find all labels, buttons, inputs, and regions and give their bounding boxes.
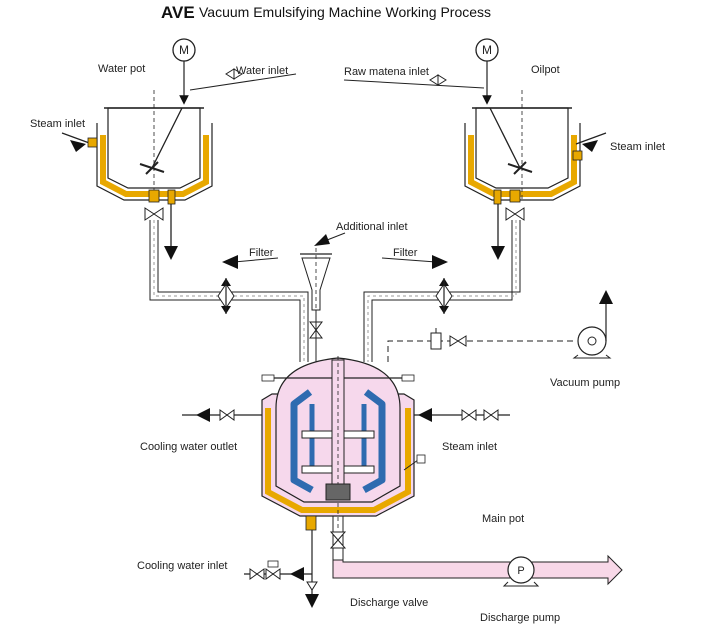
water-pot-motor-label: M — [179, 43, 189, 57]
water-inlet-valve-icon — [225, 68, 243, 80]
water-pot: M — [61, 38, 297, 260]
vacuum-valve-icon — [449, 335, 467, 347]
label-steam-inlet-right: Steam inlet — [610, 141, 665, 153]
label-steam-inlet-main: Steam inlet — [442, 441, 497, 453]
oil-pot-jacket — [468, 135, 577, 197]
discharge-valve-icon — [329, 531, 347, 549]
homogenizer-head — [325, 483, 351, 501]
cooling-inlet-valve-icon — [249, 568, 265, 580]
discharge-pipe — [332, 554, 623, 586]
transfer-pipes — [149, 220, 521, 362]
label-filter-right: Filter — [393, 247, 418, 259]
vacuum-filter-icon — [430, 332, 442, 350]
main-pot-agitator-left — [290, 389, 314, 494]
steam-inlet-valve-icon — [461, 409, 477, 421]
label-cooling-water-outlet: Cooling water outlet — [140, 441, 237, 453]
vacuum-system — [387, 290, 613, 362]
oil-pot: M — [343, 38, 607, 260]
label-raw-material-inlet: Raw matena inlet — [344, 66, 429, 78]
title-brand: AVE — [161, 3, 195, 22]
discharge-pump-symbol: P — [517, 565, 524, 577]
discharge-system: P — [332, 554, 623, 587]
label-water-pot: Water pot — [98, 63, 145, 75]
cooling-outlet-valve-icon — [219, 409, 235, 421]
label-water-inlet: Water inlet — [236, 65, 288, 77]
main-pot — [182, 356, 510, 560]
label-discharge-valve: Discharge valve — [350, 597, 428, 609]
discharge-pump-icon — [507, 556, 535, 584]
label-vacuum-pump: Vacuum pump — [550, 377, 620, 389]
label-cooling-water-inlet: Cooling water inlet — [137, 560, 228, 572]
cooling-water-inlet — [244, 530, 319, 608]
additional-inlet-hopper — [300, 232, 346, 362]
label-filter-left: Filter — [249, 247, 274, 259]
label-additional-inlet: Additional inlet — [336, 221, 408, 233]
title-text: Vacuum Emulsifying Machine Working Proce… — [199, 4, 491, 20]
label-steam-inlet-left: Steam inlet — [30, 118, 85, 130]
raw-inlet-valve-icon — [429, 74, 447, 86]
main-pot-agitator-right — [362, 389, 386, 494]
label-discharge-pump: Discharge pump — [480, 612, 560, 624]
label-oil-pot: Oilpot — [531, 64, 560, 76]
oil-pot-outlet-valve-icon — [505, 207, 525, 221]
label-main-pot: Main pot — [482, 513, 524, 525]
oil-pot-motor-label: M — [482, 43, 492, 57]
water-pot-outlet-valve-icon — [144, 207, 164, 221]
